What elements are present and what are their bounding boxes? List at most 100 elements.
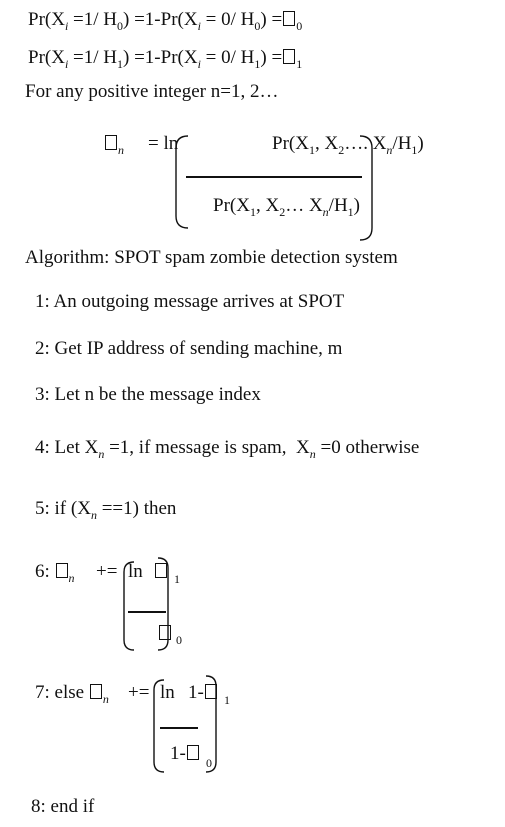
fraction-bar — [186, 176, 362, 178]
subscript: 1 — [308, 143, 315, 157]
step-7-num: 1- — [188, 683, 218, 702]
missing-symbol-glyph — [89, 684, 102, 699]
step-6-right-bracket — [157, 557, 169, 651]
subscript: n — [102, 692, 109, 706]
step-6-den-symbol — [158, 624, 172, 643]
subscript: n — [309, 447, 316, 461]
text: /H — [328, 195, 348, 216]
subscript: n — [386, 143, 393, 157]
missing-symbol-glyph — [204, 684, 217, 699]
text: Pr(X — [213, 195, 250, 216]
text: X — [296, 437, 310, 458]
right-bracket — [359, 135, 373, 241]
formula-lhs: n — [104, 134, 124, 156]
subscript: n — [98, 447, 105, 461]
subscript: i — [64, 57, 69, 71]
text: =1/ H — [73, 9, 118, 30]
step-5: 5: if (Xn ==1) then — [35, 498, 177, 521]
formula-denominator: Pr(X1, X2… Xn/H1) — [213, 195, 360, 218]
text: /H — [392, 133, 412, 154]
step-7-den: 1- — [170, 744, 200, 763]
text: 5: if (X — [35, 498, 91, 519]
text: 1- — [188, 682, 204, 703]
algorithm-title: Algorithm: SPOT spam zombie detection sy… — [25, 247, 398, 268]
step-6-label: 6: n — [35, 561, 75, 584]
step-6-num-sub: 1 — [174, 572, 180, 586]
text: Pr(X — [272, 133, 309, 154]
subscript: 1 — [411, 143, 418, 157]
step-3: 3: Let n be the message index — [35, 384, 261, 405]
subscript: n — [118, 143, 124, 157]
text: ) — [353, 195, 360, 216]
text: ) =1-Pr(X — [123, 47, 198, 68]
step-7-left-bracket — [153, 679, 165, 773]
definition-line-1: Pr(Xi =1/ H0) =1-Pr(Xi = 0/ H0) =0 — [28, 9, 302, 32]
step-7-fraction-bar — [160, 727, 198, 729]
step-8: 8: end if — [31, 796, 95, 817]
text: = 0/ H — [205, 47, 255, 68]
formula-ln: = ln — [148, 133, 179, 154]
step-7-label: 7: else n — [35, 682, 109, 705]
text: ) — [417, 133, 424, 154]
subscript: i — [64, 19, 69, 33]
missing-symbol-glyph — [159, 625, 171, 640]
missing-symbol-glyph — [283, 11, 296, 26]
text: Pr(X — [28, 47, 65, 68]
text: , X — [314, 133, 339, 154]
step-6-ln: ln — [128, 561, 143, 582]
left-bracket — [175, 135, 189, 229]
step-6-operator: += — [96, 561, 118, 582]
text: ==1) then — [101, 498, 177, 519]
step-6-fraction-bar — [128, 611, 166, 613]
subscript: 1 — [249, 205, 256, 219]
step-6-den-sub: 0 — [176, 633, 182, 647]
subscript: n — [90, 508, 97, 522]
text: =0 otherwise — [320, 437, 420, 458]
step-1: 1: An outgoing message arrives at SPOT — [35, 291, 345, 312]
text: 1- — [170, 743, 186, 764]
intro-line: For any positive integer n=1, 2… — [25, 81, 279, 102]
text: , X — [255, 195, 280, 216]
step-7-ln: ln — [160, 682, 175, 703]
subscript: n — [322, 205, 329, 219]
step-4: 4: Let Xn =1, if message is spam, Xn =0 … — [35, 437, 420, 460]
missing-symbol-glyph — [283, 49, 296, 64]
subscript: 0 — [117, 19, 124, 33]
step-2: 2: Get IP address of sending machine, m — [35, 338, 343, 359]
subscript: 1 — [347, 205, 354, 219]
subscript: 0 — [254, 19, 261, 33]
step-7-operator: += — [128, 682, 150, 703]
subscript: 2 — [338, 143, 345, 157]
formula-numerator: Pr(X1, X2…. Xn/H1) — [272, 133, 424, 156]
definition-line-2: Pr(Xi =1/ H1) =1-Pr(Xi = 0/ H1) =1 — [28, 47, 302, 70]
missing-symbol-glyph — [186, 745, 199, 760]
text: 7: else — [35, 682, 85, 703]
text: 6: — [35, 561, 50, 582]
step-7-num-sub: 1 — [224, 693, 230, 707]
subscript: i — [197, 19, 201, 33]
missing-symbol-glyph — [155, 563, 167, 578]
text: =1, if message is spam, — [109, 437, 287, 458]
text: ) = — [260, 47, 283, 68]
text: =1/ H — [73, 47, 118, 68]
step-6-left-bracket — [123, 561, 135, 651]
text: ) =1-Pr(X — [123, 9, 198, 30]
text: … X — [285, 195, 323, 216]
step-7-right-bracket — [205, 675, 217, 773]
subscript: n — [68, 571, 75, 585]
subscript: 0 — [296, 19, 303, 33]
subscript: 1 — [254, 57, 261, 71]
step-6-num-symbol — [154, 562, 168, 581]
missing-symbol-glyph — [55, 563, 68, 578]
subscript: i — [197, 57, 201, 71]
text: = 0/ H — [205, 9, 255, 30]
step-7-den-sub: 0 — [206, 756, 212, 770]
missing-symbol-glyph — [105, 135, 117, 150]
subscript: 2 — [279, 205, 286, 219]
subscript: 1 — [117, 57, 124, 71]
text: Pr(X — [28, 9, 65, 30]
subscript: 1 — [296, 57, 303, 71]
text: 4: Let X — [35, 437, 99, 458]
text: …. X — [344, 133, 387, 154]
text: ) = — [260, 9, 283, 30]
